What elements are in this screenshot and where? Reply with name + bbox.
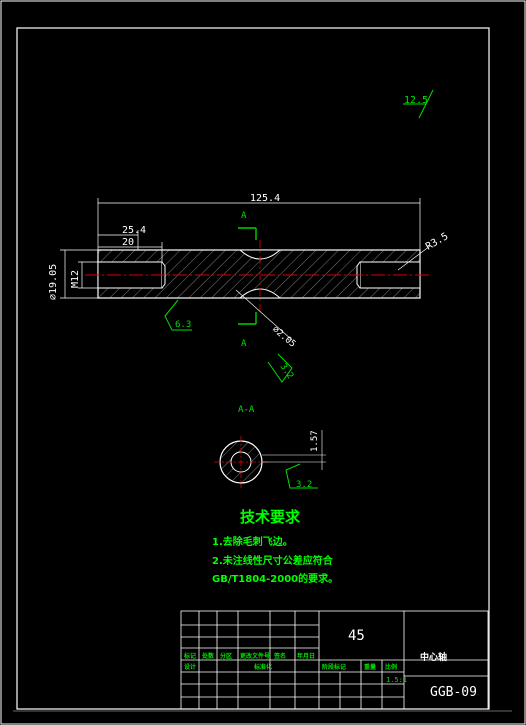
- title-labels-row2: 设计 标准化 阶段标记 重量 比例: [184, 663, 397, 671]
- title-scale: 1.5:1: [386, 676, 407, 684]
- section-marker-bottom: [238, 312, 257, 325]
- roughness-symbol-groove: [267, 353, 293, 383]
- svg-text:比例: 比例: [385, 663, 397, 671]
- dim-thread: M12: [70, 270, 81, 288]
- roughness-left-label: 6.3: [175, 320, 191, 330]
- section-dim: 1.57: [310, 430, 320, 452]
- section-view: [214, 430, 326, 489]
- dimensions: [60, 198, 431, 341]
- roughness-symbol-top: 12.5: [403, 89, 434, 119]
- title-drawing-no: GGB-09: [430, 685, 477, 700]
- inner-frame: [16, 27, 490, 710]
- svg-text:年月日: 年月日: [297, 652, 315, 660]
- svg-text:签名: 签名: [273, 652, 286, 660]
- svg-text:设计: 设计: [184, 663, 196, 671]
- dim-bore-depth: 20: [122, 237, 134, 248]
- notes-line3: GB/T1804-2000的要求。: [212, 572, 338, 585]
- dim-counterbore-depth: 25.4: [122, 225, 146, 236]
- shaft-main-view: [85, 240, 432, 312]
- notes-line1: 1.去除毛刺飞边。: [212, 535, 293, 548]
- section-title: A-A: [238, 405, 255, 415]
- section-roughness: 3.2: [296, 480, 312, 490]
- title-labels-row1: 标记 处数 分区 更改文件号 签名 年月日: [183, 652, 315, 660]
- section-mark-bottom: A: [241, 339, 247, 349]
- dim-outer-diameter: ⌀19.05: [48, 264, 59, 300]
- svg-text:更改文件号: 更改文件号: [240, 652, 270, 660]
- svg-text:重量: 重量: [364, 663, 376, 671]
- svg-text:阶段标记: 阶段标记: [322, 663, 346, 671]
- roughness-symbol-left: [164, 299, 192, 331]
- svg-text:处数: 处数: [201, 652, 215, 660]
- roughness-top-label: 12.5: [404, 95, 428, 106]
- dim-chamfer: R3.5: [424, 231, 450, 253]
- svg-text:标准化: 标准化: [253, 663, 272, 671]
- groove: [238, 249, 282, 260]
- title-material: 45: [348, 628, 365, 644]
- title-part-name: 中心轴: [420, 651, 447, 663]
- section-marker-top: [238, 227, 257, 240]
- notes-line2: 2.未注线性尺寸公差应符合: [212, 554, 334, 567]
- notes-title: 技术要求: [240, 508, 301, 526]
- dim-overall-length: 125.4: [250, 193, 280, 204]
- roughness-groove-label: 3.2: [278, 362, 296, 381]
- svg-text:标记: 标记: [183, 652, 196, 660]
- svg-text:分区: 分区: [220, 652, 232, 660]
- title-block: [180, 610, 489, 710]
- section-mark-top: A: [241, 211, 247, 221]
- dim-groove: ⌀2.05: [270, 325, 297, 350]
